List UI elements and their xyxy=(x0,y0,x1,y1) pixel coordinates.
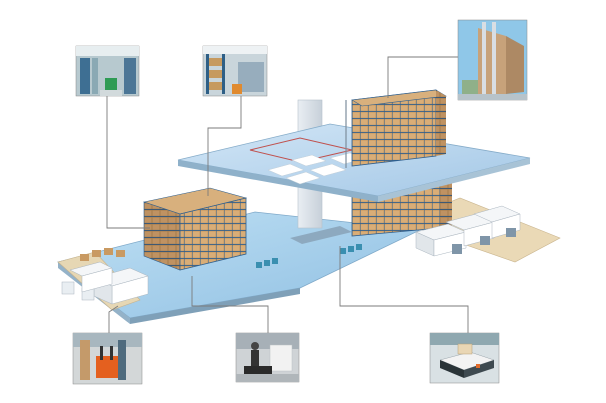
leader-lines xyxy=(106,56,469,333)
high-bay-rack xyxy=(345,89,447,168)
delivery-trucks xyxy=(415,205,521,257)
shelving-aisle-photo xyxy=(75,45,140,97)
loading-trucks xyxy=(61,261,149,305)
ground-conveyors xyxy=(80,226,362,268)
automated-stacker-crane-photo xyxy=(457,19,528,101)
pallet-truck-photo xyxy=(235,332,300,383)
pallet-rack-photo xyxy=(202,45,268,97)
pallet-rack-block xyxy=(142,187,248,271)
reach-truck-photo xyxy=(72,332,143,385)
agv-photo xyxy=(429,332,500,384)
